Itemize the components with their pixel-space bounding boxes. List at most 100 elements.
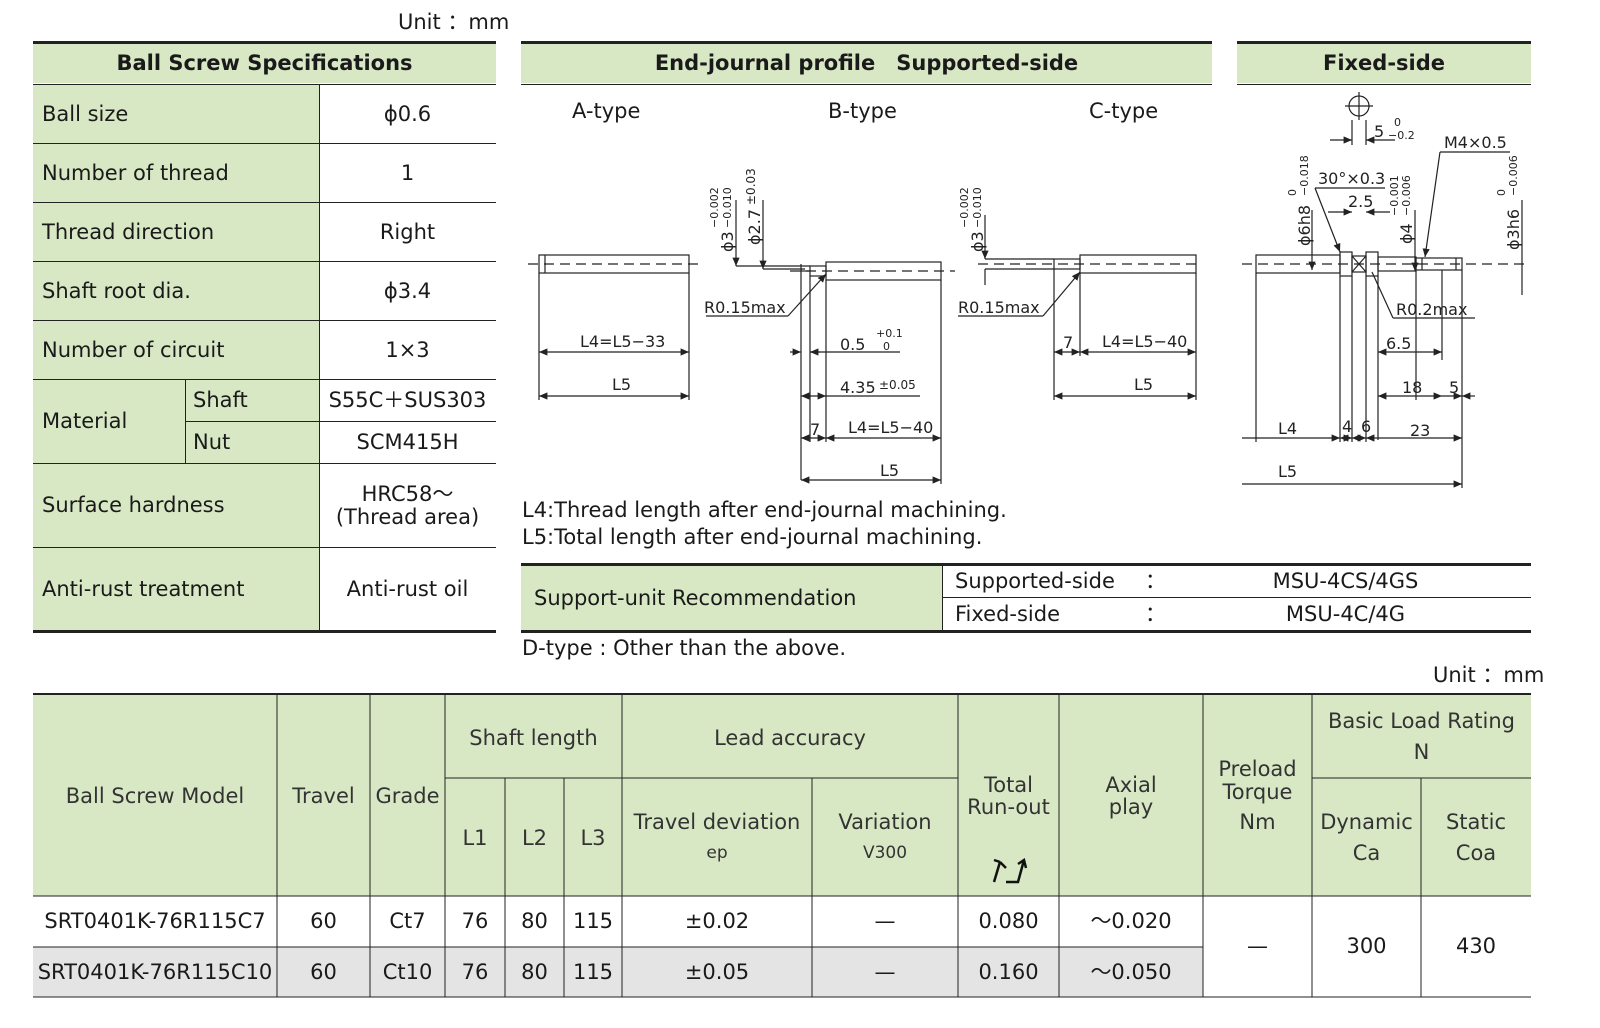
cell-grade: Ct10 <box>382 960 433 984</box>
hdr-static-2: Coa <box>1455 841 1497 865</box>
spec-value-circuit: 1×3 <box>385 338 430 362</box>
hdr-v300: V300 <box>862 843 908 863</box>
spec-label-circuit: Number of circuit <box>42 338 225 362</box>
spec-value-nut: SCM415H <box>356 430 459 454</box>
c-d3-tol-u: −0.002 <box>958 187 971 228</box>
f-23-dim: 23 <box>1410 421 1430 440</box>
a-type-label: A-type <box>572 99 641 123</box>
f-5-dim: 5 <box>1374 122 1384 141</box>
spec-label-hardness: Surface hardness <box>42 493 225 517</box>
f-6-dim: 6 <box>1361 417 1371 436</box>
cell-model: SRT0401K-76R115C10 <box>37 960 273 984</box>
cell-travel: 60 <box>310 909 337 933</box>
cell-l2: 80 <box>521 909 548 933</box>
f-18-dim: 18 <box>1402 378 1422 397</box>
support-label-bg <box>521 565 942 630</box>
b-d3-tol-u: −0.002 <box>708 187 721 228</box>
cell-static-coa: 430 <box>1455 934 1497 958</box>
b-d27-tol: ±0.03 <box>744 168 758 205</box>
spec-label-ball-size: Ball size <box>42 102 129 126</box>
b-l5-dim: L5 <box>880 461 899 480</box>
f-r-dim: R0.2max <box>1396 300 1467 319</box>
f-d6-tol-l: −0.018 <box>1298 155 1311 196</box>
f-5-tol-l: −0.2 <box>1388 129 1415 142</box>
support-value-fixed: MSU-4C/4G <box>1285 602 1406 626</box>
f-m4-dim: M4×0.5 <box>1444 133 1507 152</box>
f-d3-tol-u: 0 <box>1495 189 1508 196</box>
spec-value-shaft: S55C＋SUS303 <box>328 388 487 412</box>
fixedside-title: Fixed-side <box>1322 51 1446 75</box>
b-type-drawing <box>706 200 955 484</box>
c-l5-dim: L5 <box>1134 375 1153 394</box>
cell-travel: 60 <box>310 960 337 984</box>
spec-label-shaft: Shaft <box>193 388 248 412</box>
hdr-axial-1: Axial <box>1105 773 1157 797</box>
f-l5-dim: L5 <box>1278 462 1297 481</box>
hdr-static-1: Static <box>1445 810 1507 834</box>
hdr-model: Ball Screw Model <box>65 784 245 808</box>
spec-label-root-dia: Shaft root dia. <box>42 279 191 303</box>
cell-l1: 76 <box>461 960 489 984</box>
spec-label-nut: Nut <box>193 430 231 454</box>
cell-l3: 115 <box>572 909 614 933</box>
spec-value-antirust: Anti-rust oil <box>346 577 469 601</box>
spec-label-antirust: Anti-rust treatment <box>42 577 245 601</box>
f-5b-dim: 5 <box>1449 378 1459 397</box>
spec-label-thread-count: Number of thread <box>42 161 229 185</box>
hdr-basic-load-1: Basic Load Rating <box>1327 709 1516 733</box>
hdr-dynamic-2: Ca <box>1352 841 1381 865</box>
spec-label-material: Material <box>42 409 128 433</box>
f-d6-dim: ϕ6h8 <box>1295 205 1314 246</box>
hdr-grade: Grade <box>375 784 440 808</box>
dtype-note: D-type : Other than the above. <box>522 636 846 660</box>
f-d3-tol-l: −0.006 <box>1507 155 1520 196</box>
cell-l3: 115 <box>572 960 614 984</box>
spec-value-ball-size: ϕ0.6 <box>383 102 432 126</box>
f-65-dim: 6.5 <box>1386 334 1411 353</box>
c-r-dim: R0.15max <box>958 298 1040 317</box>
hdr-travel: Travel <box>292 784 355 808</box>
a-l4-dim: L4=L5−33 <box>580 332 665 351</box>
cell-ep: ±0.05 <box>684 960 750 984</box>
spec-value-hardness-2: (Thread area) <box>335 505 480 529</box>
b-05-dim: 0.5 <box>840 335 865 354</box>
b-d27-dim: ϕ2.7 <box>745 209 764 245</box>
hdr-travel-deviation: Travel deviation <box>633 810 801 834</box>
hdr-preload-2: Torque <box>1222 780 1293 804</box>
hdr-variation: Variation <box>838 810 932 834</box>
hdr-ep: ep <box>706 843 728 863</box>
f-4-dim: 4 <box>1342 417 1352 436</box>
b-05-tol-u: +0.1 <box>876 327 903 340</box>
c-l4-dim: L4=L5−40 <box>1102 332 1187 351</box>
hdr-runout-2: Run-out <box>967 795 1050 819</box>
hdr-shaft-length: Shaft length <box>469 726 598 750</box>
hdr-basic-load-2: N <box>1413 740 1430 764</box>
c-d3-tol-l: −0.010 <box>971 187 984 228</box>
b-type-label: B-type <box>828 99 897 123</box>
f-chamfer-dim: 30°×0.3 <box>1318 169 1385 188</box>
b-r-dim: R0.15max <box>704 298 786 317</box>
cell-axial: ～0.020 <box>1090 909 1172 933</box>
hdr-l3: L3 <box>580 826 606 850</box>
c-7-dim: 7 <box>1063 333 1073 352</box>
spec-title: Ball Screw Specifications <box>116 51 413 75</box>
hdr-preload-3: Nm <box>1239 810 1276 834</box>
f-l4-dim: L4 <box>1278 419 1297 438</box>
note-l4: L4:Thread length after end-journal machi… <box>522 498 1007 522</box>
f-d3-dim: ϕ3h6 <box>1504 209 1523 250</box>
cell-ep: ±0.02 <box>684 909 750 933</box>
b-435-dim: 4.35 <box>840 378 876 397</box>
a-type-drawing <box>528 254 702 400</box>
b-l4-dim: L4=L5−40 <box>848 418 933 437</box>
spec-value-thread-count: 1 <box>400 161 415 185</box>
cell-preload-torque: — <box>1247 934 1268 958</box>
cell-dynamic-ca: 300 <box>1346 934 1387 958</box>
fixed-side-drawing <box>1242 92 1525 488</box>
hdr-axial-2: play <box>1108 795 1154 819</box>
spec-value-thread-direction: Right <box>379 220 436 244</box>
cell-l2: 80 <box>521 960 548 984</box>
support-label: Support-unit Recommendation <box>534 586 857 610</box>
cell-runout: 0.160 <box>978 960 1039 984</box>
end-journal-drawings: L4=L5−33 L5 ϕ3 −0.002 −0.010 ϕ2.7 ±0.03 … <box>528 92 1525 488</box>
f-d4-tol-l: −0.006 <box>1400 175 1413 216</box>
